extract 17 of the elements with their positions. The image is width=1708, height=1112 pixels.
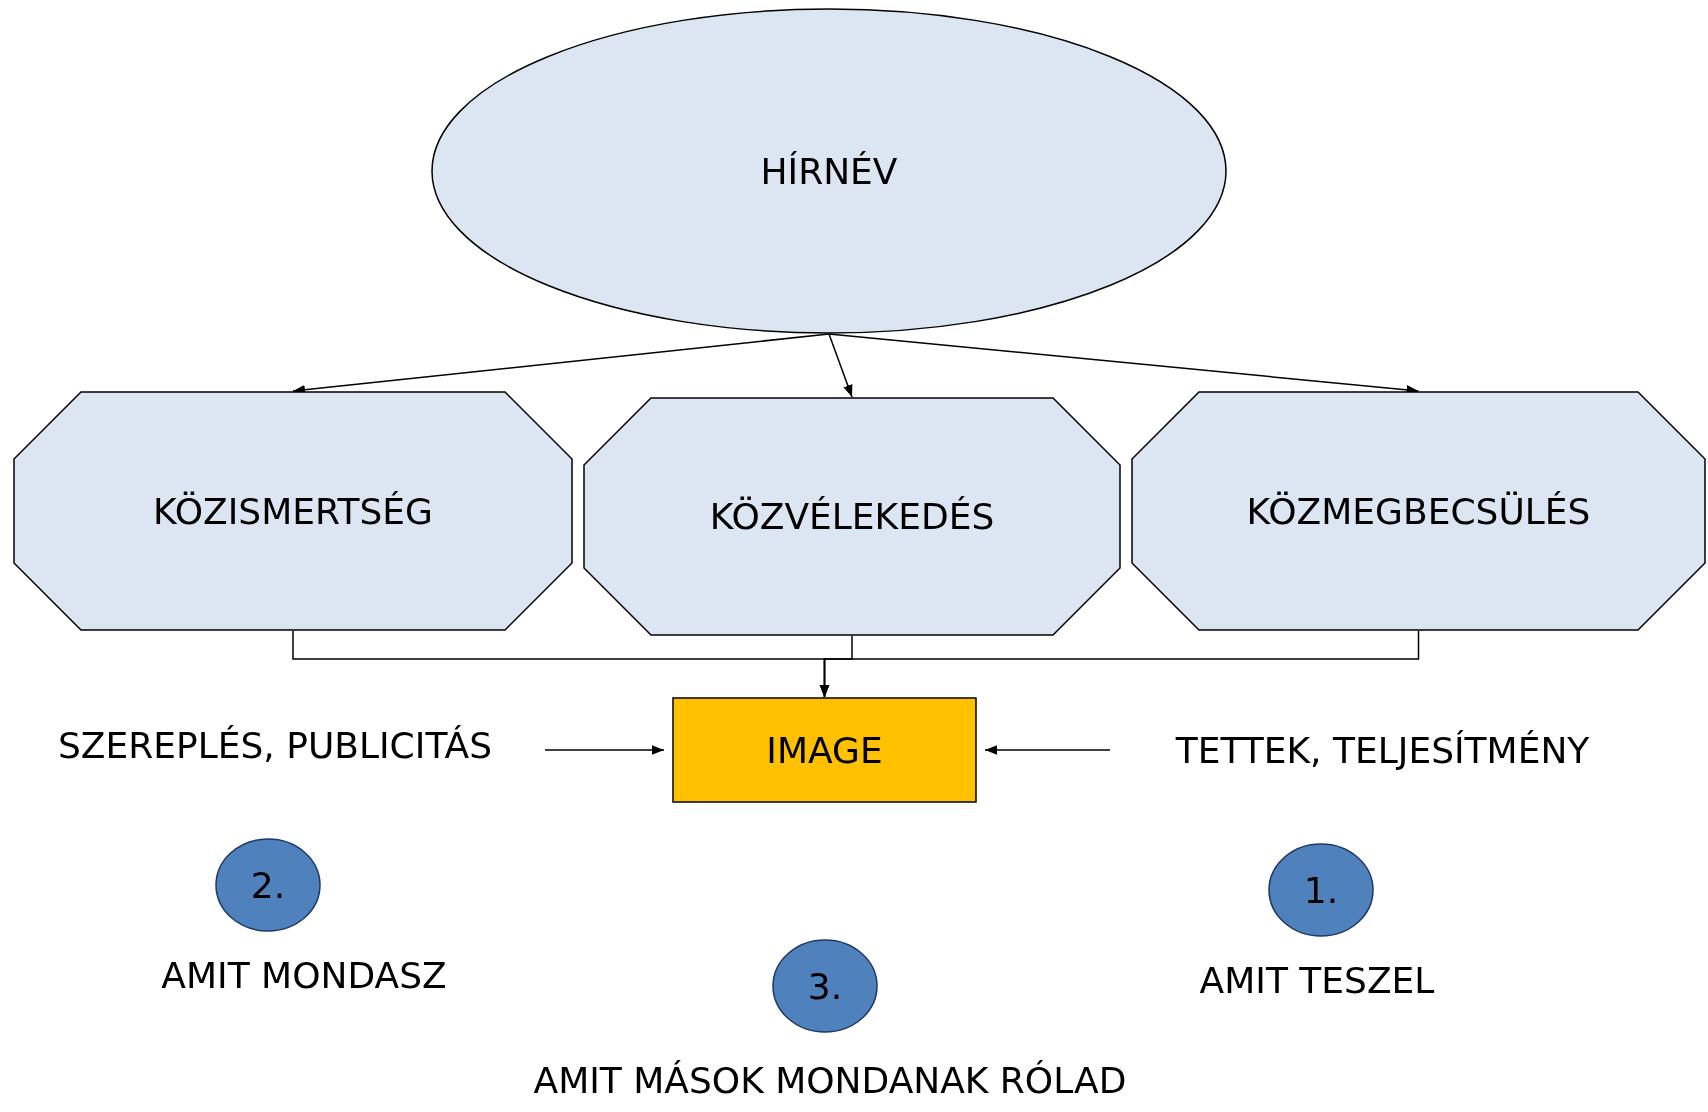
caption-text: AMIT MONDASZ [161, 955, 447, 996]
arrow [984, 745, 1111, 755]
arrow [819, 630, 1420, 698]
caption-text: AMIT TESZEL [1199, 960, 1435, 1001]
arrow [828, 333, 853, 398]
node-label: KÖZVÉLEKEDÉS [709, 496, 995, 537]
label-text: TETTEK, TELJESÍTMÉNY [1175, 729, 1590, 771]
node-label: KÖZISMERTSÉG [153, 490, 433, 532]
node-label: IMAGE [766, 729, 883, 771]
label-text: SZEREPLÉS, PUBLICITÁS [57, 724, 493, 766]
caption-text: AMIT MÁSOK MONDANAK RÓLAD [533, 1060, 1127, 1101]
node-label: 3. [807, 965, 843, 1007]
node-label: 1. [1303, 869, 1339, 911]
node-label: 2. [250, 864, 286, 906]
node-label: KÖZMEGBECSÜLÉS [1246, 490, 1591, 532]
node-label: HÍRNÉV [760, 150, 898, 192]
arrow [544, 745, 665, 755]
